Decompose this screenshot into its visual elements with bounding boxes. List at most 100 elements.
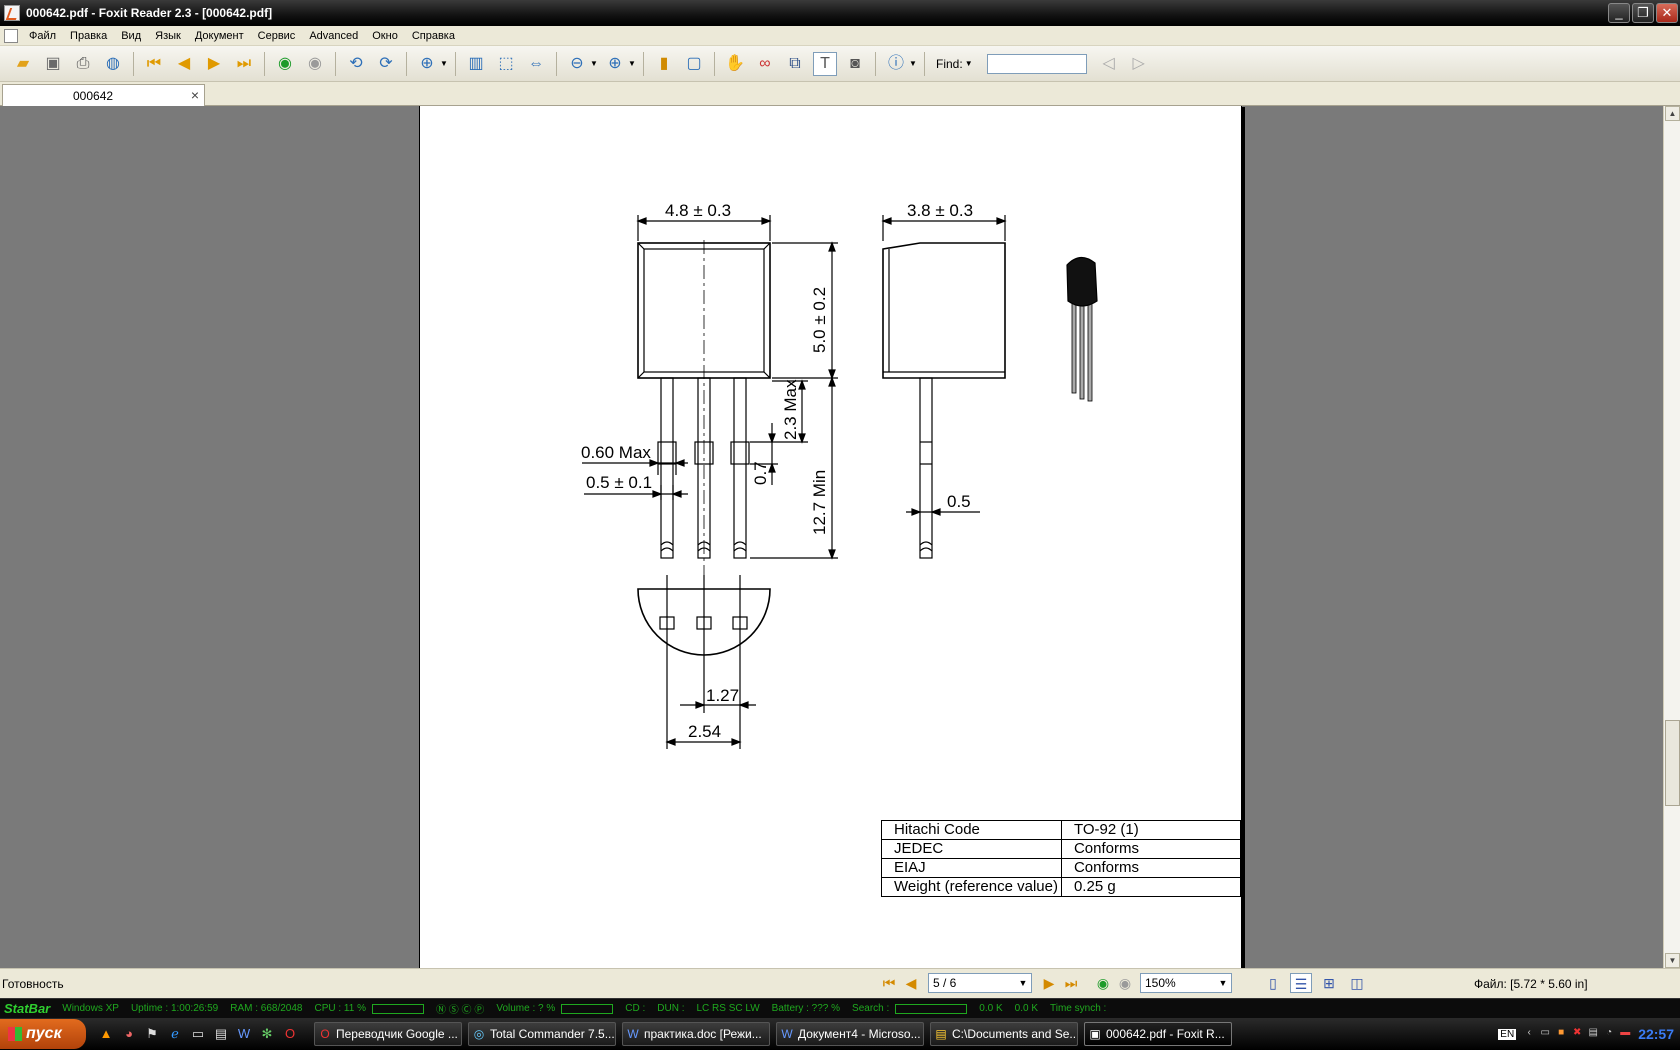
quicklaunch-folder-icon[interactable]: ▤ bbox=[214, 1026, 228, 1041]
toolbar-separator bbox=[875, 51, 876, 76]
save-icon[interactable]: ▣ bbox=[45, 54, 61, 72]
menu-tools[interactable]: Сервис bbox=[257, 29, 296, 42]
actual-size-icon[interactable]: ▥ bbox=[468, 54, 484, 72]
tab-close-icon[interactable]: × bbox=[190, 87, 199, 103]
taskbar-clock[interactable]: 22:57 bbox=[1638, 1026, 1674, 1042]
statbar-nsc-icons[interactable]: Ⓝ Ⓢ Ⓒ Ⓟ bbox=[435, 1005, 485, 1016]
quicklaunch-desktop-icon[interactable]: ▭ bbox=[191, 1026, 205, 1041]
scroll-thumb[interactable] bbox=[1665, 720, 1680, 806]
email-globe-icon[interactable]: ◍ bbox=[106, 54, 120, 72]
fit-width-icon[interactable]: ⇔ bbox=[528, 54, 544, 72]
zoom-select[interactable]: 150% ▼ bbox=[1140, 973, 1232, 993]
info-chevron-icon[interactable]: ▼ bbox=[909, 58, 917, 68]
binoculars-icon[interactable]: ⧉ bbox=[789, 54, 801, 72]
scroll-up-icon[interactable]: ▲ bbox=[1665, 106, 1680, 121]
rotate-right-icon[interactable]: ⟳ bbox=[379, 54, 393, 72]
status-previous-page-icon[interactable]: ◀ bbox=[905, 975, 917, 991]
facing-pages-icon[interactable]: ⊞ bbox=[1323, 975, 1335, 991]
document-icon[interactable] bbox=[4, 28, 18, 43]
page-select-chevron-icon[interactable]: ▼ bbox=[1018, 978, 1028, 988]
close-button[interactable]: ✕ bbox=[1656, 3, 1678, 23]
menu-file[interactable]: Файл bbox=[29, 29, 57, 42]
restore-button[interactable]: ❐ bbox=[1632, 3, 1654, 23]
snapshot-camera-icon[interactable]: ◙ bbox=[850, 54, 860, 72]
scroll-down-icon[interactable]: ▼ bbox=[1665, 953, 1680, 968]
bookmark-panel-icon[interactable]: ▮ bbox=[659, 54, 669, 72]
menu-advanced[interactable]: Advanced bbox=[309, 29, 359, 42]
tray-flag-icon[interactable]: ▬ bbox=[1620, 1027, 1631, 1038]
menu-document[interactable]: Документ bbox=[194, 29, 244, 42]
continuous-facing-icon[interactable]: ◫ bbox=[1350, 975, 1364, 991]
quicklaunch-utility-icon[interactable]: ✻ bbox=[261, 1026, 273, 1041]
tray-window-icon[interactable]: ▭ bbox=[1540, 1027, 1550, 1038]
zoom-dropdown-chevron-icon[interactable]: ▼ bbox=[440, 58, 448, 68]
text-select-icon[interactable]: T bbox=[813, 51, 837, 76]
task-foxit-reader[interactable]: ▣000642.pdf - Foxit R... bbox=[1084, 1022, 1232, 1046]
zoom-out-chevron-icon[interactable]: ▼ bbox=[590, 58, 598, 68]
tray-arrow-icon[interactable]: ‹ bbox=[1527, 1027, 1531, 1038]
zoom-plus-chevron-icon[interactable]: ▼ bbox=[628, 58, 636, 68]
zoom-in-icon[interactable]: ⊕ bbox=[420, 54, 434, 72]
menu-edit[interactable]: Правка bbox=[70, 29, 108, 42]
previous-page-icon[interactable]: ◀ bbox=[177, 54, 191, 72]
tab-000642[interactable]: 000642 × bbox=[2, 84, 205, 106]
minimize-button[interactable]: _ bbox=[1608, 3, 1630, 23]
continuous-page-icon[interactable]: ☰ bbox=[1290, 973, 1312, 993]
volume-slider[interactable] bbox=[561, 1003, 614, 1014]
quicklaunch-opera-icon[interactable]: O bbox=[284, 1026, 296, 1041]
vertical-scrollbar[interactable]: ▲ ▼ bbox=[1663, 106, 1680, 968]
first-page-icon[interactable]: ⏮ bbox=[146, 54, 162, 72]
document-viewer[interactable]: 4.8 ± 0.3 3.8 ± 0.3 5.0 ± 0.2 12.7 Min 2… bbox=[0, 106, 1663, 968]
tray-app-icon[interactable]: ▤ bbox=[1588, 1027, 1598, 1038]
toolbar-separator bbox=[556, 51, 557, 76]
quicklaunch-word-icon[interactable]: W bbox=[237, 1026, 251, 1041]
task-documents-folder[interactable]: ▤C:\Documents and Se... bbox=[930, 1022, 1078, 1046]
tray-speaker-icon[interactable]: ◔ bbox=[1606, 1027, 1613, 1038]
status-forward-icon[interactable]: ◉ bbox=[1118, 975, 1132, 991]
find-previous-icon[interactable]: ◁ bbox=[1102, 54, 1115, 72]
hand-tool-icon[interactable]: ✋ bbox=[725, 54, 745, 72]
tray-antivirus-icon[interactable]: ✖ bbox=[1572, 1027, 1582, 1038]
next-page-icon[interactable]: ▶ bbox=[207, 54, 221, 72]
status-next-page-icon[interactable]: ▶ bbox=[1043, 975, 1055, 991]
menu-help[interactable]: Справка bbox=[411, 29, 455, 42]
back-view-icon[interactable]: ◉ bbox=[278, 54, 292, 72]
menu-language[interactable]: Язык bbox=[155, 29, 181, 42]
find-input[interactable] bbox=[986, 53, 1087, 74]
statbar-keys-icons: LC RS SC LW bbox=[696, 1003, 760, 1014]
single-page-icon[interactable]: ▯ bbox=[1269, 975, 1277, 991]
zoom-out-icon[interactable]: ⊖ bbox=[570, 54, 584, 72]
quicklaunch-app-icon[interactable]: ⚑ bbox=[146, 1026, 158, 1041]
quicklaunch-firefox-icon[interactable]: ◕ bbox=[125, 1026, 133, 1041]
menu-view[interactable]: Вид bbox=[121, 29, 142, 42]
menu-window[interactable]: Окно bbox=[372, 29, 398, 42]
quicklaunch-avast-icon[interactable]: ▲ bbox=[99, 1026, 113, 1041]
page-number-select[interactable]: 5 / 6 ▼ bbox=[928, 973, 1032, 993]
zoom-select-chevron-icon[interactable]: ▼ bbox=[1218, 978, 1228, 988]
find-next-icon[interactable]: ▷ bbox=[1132, 54, 1145, 72]
last-page-icon[interactable]: ⏭ bbox=[236, 54, 252, 72]
rotate-left-icon[interactable]: ⟲ bbox=[349, 54, 363, 72]
info-icon[interactable]: ⓘ bbox=[887, 54, 904, 72]
fit-page-icon[interactable]: ⬚ bbox=[498, 54, 514, 72]
open-folder-icon[interactable]: ▰ bbox=[16, 54, 30, 72]
reading-glasses-icon[interactable]: ∞ bbox=[759, 54, 771, 72]
forward-view-icon[interactable]: ◉ bbox=[308, 54, 322, 72]
statbar-search-input[interactable] bbox=[895, 1003, 968, 1014]
language-indicator[interactable]: EN bbox=[1498, 1028, 1517, 1040]
tray-network-icon[interactable]: ■ bbox=[1558, 1027, 1565, 1038]
print-icon[interactable]: ⎙ bbox=[76, 54, 90, 72]
status-back-icon[interactable]: ◉ bbox=[1096, 975, 1110, 991]
status-first-page-icon[interactable]: ⏮ bbox=[882, 975, 896, 991]
task-total-commander[interactable]: ◎Total Commander 7.5... bbox=[468, 1022, 616, 1046]
status-last-page-icon[interactable]: ⏭ bbox=[1064, 975, 1078, 991]
quicklaunch-ie-icon[interactable]: ℯ bbox=[171, 1026, 179, 1041]
foxit-app-icon[interactable] bbox=[4, 5, 20, 21]
fullscreen-icon[interactable]: ▢ bbox=[686, 54, 702, 72]
find-options-chevron-icon[interactable]: ▼ bbox=[964, 58, 973, 68]
zoom-plus-icon[interactable]: ⊕ bbox=[608, 54, 622, 72]
start-button[interactable]: пуск bbox=[0, 1019, 86, 1049]
